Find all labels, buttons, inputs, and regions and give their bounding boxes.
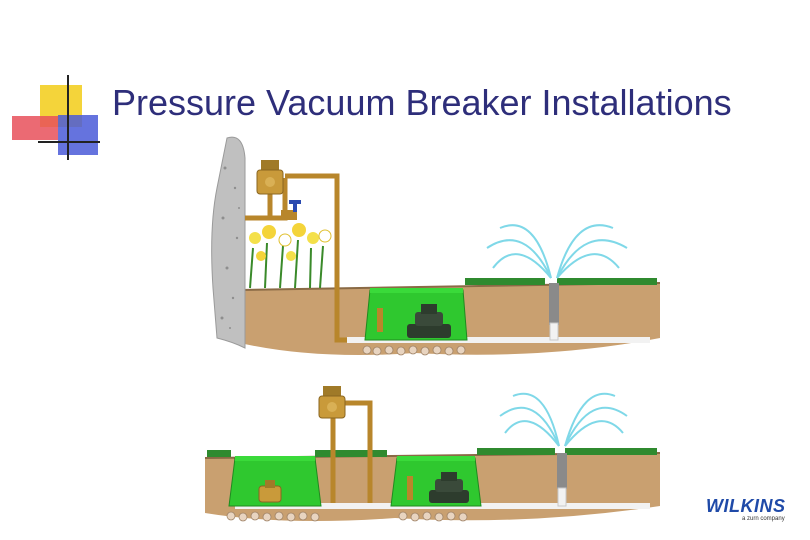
valve-box-lid-bottom-left: [235, 456, 315, 461]
water-spray-top: [486, 224, 628, 279]
page-title: Pressure Vacuum Breaker Installations: [112, 82, 732, 123]
building-wall: [211, 136, 246, 349]
red-square: [12, 116, 58, 140]
gravel-top: [362, 345, 466, 356]
valve-box-lid-bottom-right: [397, 456, 475, 461]
backflow-device-bottom: [258, 480, 282, 503]
grass-bottom: [207, 448, 657, 457]
pvb-installation-diagram: [204, 136, 660, 522]
bottom-installation: [204, 386, 660, 522]
sprinkler-head-top: [549, 283, 559, 341]
grass-top: [465, 278, 657, 285]
top-installation: [211, 136, 660, 356]
hose-bibb: [281, 200, 301, 220]
corner-decoration: [12, 75, 100, 160]
water-spray-bottom: [499, 392, 628, 447]
blue-square: [58, 115, 98, 155]
pressure-vacuum-breaker-bottom: [318, 386, 346, 419]
valve-box-lid-top: [370, 288, 463, 293]
sprinkler-head-bottom: [557, 453, 567, 507]
logo-tagline: a zurn company: [742, 516, 785, 522]
gravel-bottom: [226, 511, 468, 522]
daffodil-flowers: [249, 223, 332, 289]
pressure-vacuum-breaker-top: [256, 160, 284, 195]
control-valve-top: [377, 304, 451, 338]
control-valve-bottom: [407, 472, 469, 503]
wilkins-logo: WILKINS: [706, 496, 786, 516]
stone-texture: [220, 166, 240, 329]
